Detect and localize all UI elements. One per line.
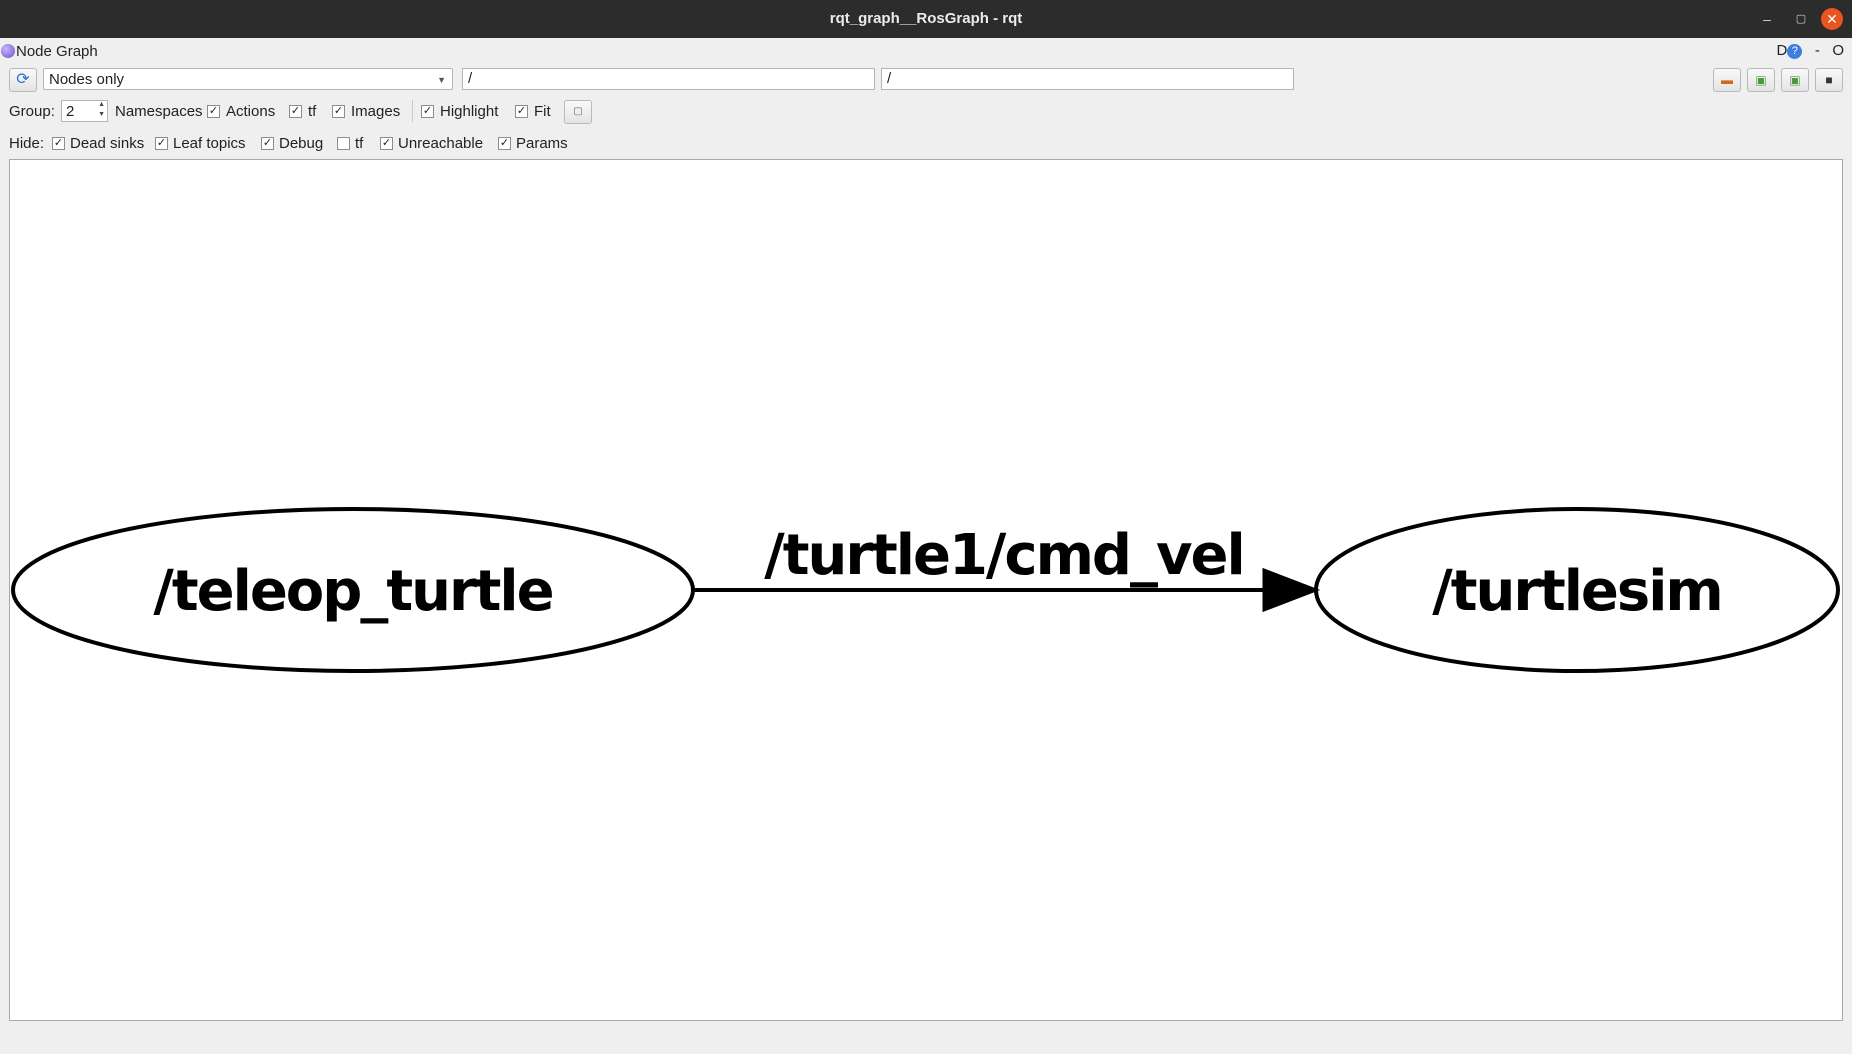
params-label: Params — [516, 135, 568, 152]
graph-type-select[interactable]: Nodes only ▼ — [43, 68, 453, 90]
leaf-topics-label: Leaf topics — [173, 135, 246, 152]
fit-label: Fit — [534, 103, 551, 120]
debug-label: Debug — [279, 135, 324, 152]
maximize-icon[interactable]: ▢ — [1795, 13, 1807, 25]
tf-checkbox[interactable]: ✓ — [289, 105, 302, 118]
node-filter-input[interactable]: / — [462, 68, 875, 90]
dead-sinks-label: Dead sinks — [70, 135, 145, 152]
images-checkbox[interactable]: ✓ — [332, 105, 345, 118]
toolbar-row: ⟳ Nodes only ▼ / / ▬ ▣ ▣ ■ — [0, 66, 1852, 94]
plugin-icon — [1, 44, 15, 58]
leaf-topics-checkbox[interactable]: ✓ — [155, 137, 168, 150]
spin-down-icon[interactable]: ▼ — [98, 111, 105, 118]
graph-node-teleop[interactable] — [11, 507, 695, 673]
options-row: Group: 2 ▲ ▼ Namespaces ✓ Actions ✓ tf ✓… — [0, 98, 1852, 126]
save-dot-icon[interactable]: ▣ — [1747, 68, 1775, 92]
close-icon[interactable]: ✕ — [1821, 8, 1843, 30]
graph-edge-label: /turtle1/cmd_vel — [764, 523, 1243, 588]
debug-checkbox[interactable]: ✓ — [261, 137, 274, 150]
group-label: Group: — [9, 103, 55, 120]
minimize-icon[interactable]: – — [1763, 11, 1771, 27]
window-title-bar: rqt_graph__RosGraph - rqt – ▢ ✕ — [0, 0, 1852, 38]
plugin-title: Node Graph — [16, 43, 98, 60]
topic-filter-input[interactable]: / — [881, 68, 1294, 90]
highlight-label: Highlight — [440, 103, 499, 120]
graph-node-label-teleop: /teleop_turtle — [153, 559, 552, 624]
help-icon[interactable]: ? — [1787, 44, 1803, 59]
group-value: 2 — [66, 103, 75, 120]
spin-up-icon[interactable]: ▲ — [98, 101, 105, 108]
highlight-checkbox[interactable]: ✓ — [421, 105, 434, 118]
graph-type-value: Nodes only — [49, 71, 125, 88]
refresh-icon[interactable]: ⟳ — [9, 68, 37, 92]
close-plugin-button[interactable]: O — [1832, 42, 1844, 59]
save-svg-icon[interactable]: ▣ — [1781, 68, 1809, 92]
tf-label: tf — [308, 103, 317, 120]
open-file-icon[interactable]: ▬ — [1713, 68, 1741, 92]
graph-canvas[interactable]: /teleop_turtle /turtlesim /turtle1/cmd_v… — [9, 159, 1843, 1021]
namespaces-label: Namespaces — [115, 103, 203, 120]
hide-tf-label: tf — [355, 135, 364, 152]
window-title: rqt_graph__RosGraph - rqt — [829, 10, 1023, 27]
actions-label: Actions — [226, 103, 276, 120]
hide-row: Hide: ✓ Dead sinks ✓ Leaf topics ✓ Debug… — [0, 130, 1852, 156]
arrowhead-icon — [1262, 567, 1321, 613]
unreachable-label: Unreachable — [398, 135, 484, 152]
graph-svg: /teleop_turtle /turtlesim /turtle1/cmd_v… — [11, 507, 1840, 673]
screenshot-icon[interactable]: ■ — [1815, 68, 1843, 92]
params-checkbox[interactable]: ✓ — [498, 137, 511, 150]
plugin-controls: D? - O — [1776, 42, 1844, 59]
group-spinbox[interactable]: 2 ▲ ▼ — [61, 100, 108, 122]
unreachable-checkbox[interactable]: ✓ — [380, 137, 393, 150]
hide-tf-checkbox[interactable] — [337, 137, 350, 150]
images-label: Images — [351, 103, 401, 120]
namespaces-checkbox[interactable]: ✓ — [207, 105, 220, 118]
chevron-down-icon: ▼ — [437, 75, 446, 85]
fit-checkbox[interactable]: ✓ — [515, 105, 528, 118]
dead-sinks-checkbox[interactable]: ✓ — [52, 137, 65, 150]
graph-node-label-turtlesim: /turtlesim — [1432, 559, 1722, 624]
dock-button[interactable]: D — [1776, 42, 1788, 59]
divider — [412, 100, 413, 122]
fit-in-view-icon[interactable]: ▢ — [564, 100, 592, 124]
minimize-plugin-button[interactable]: - — [1814, 42, 1820, 59]
hide-label: Hide: — [9, 135, 45, 152]
